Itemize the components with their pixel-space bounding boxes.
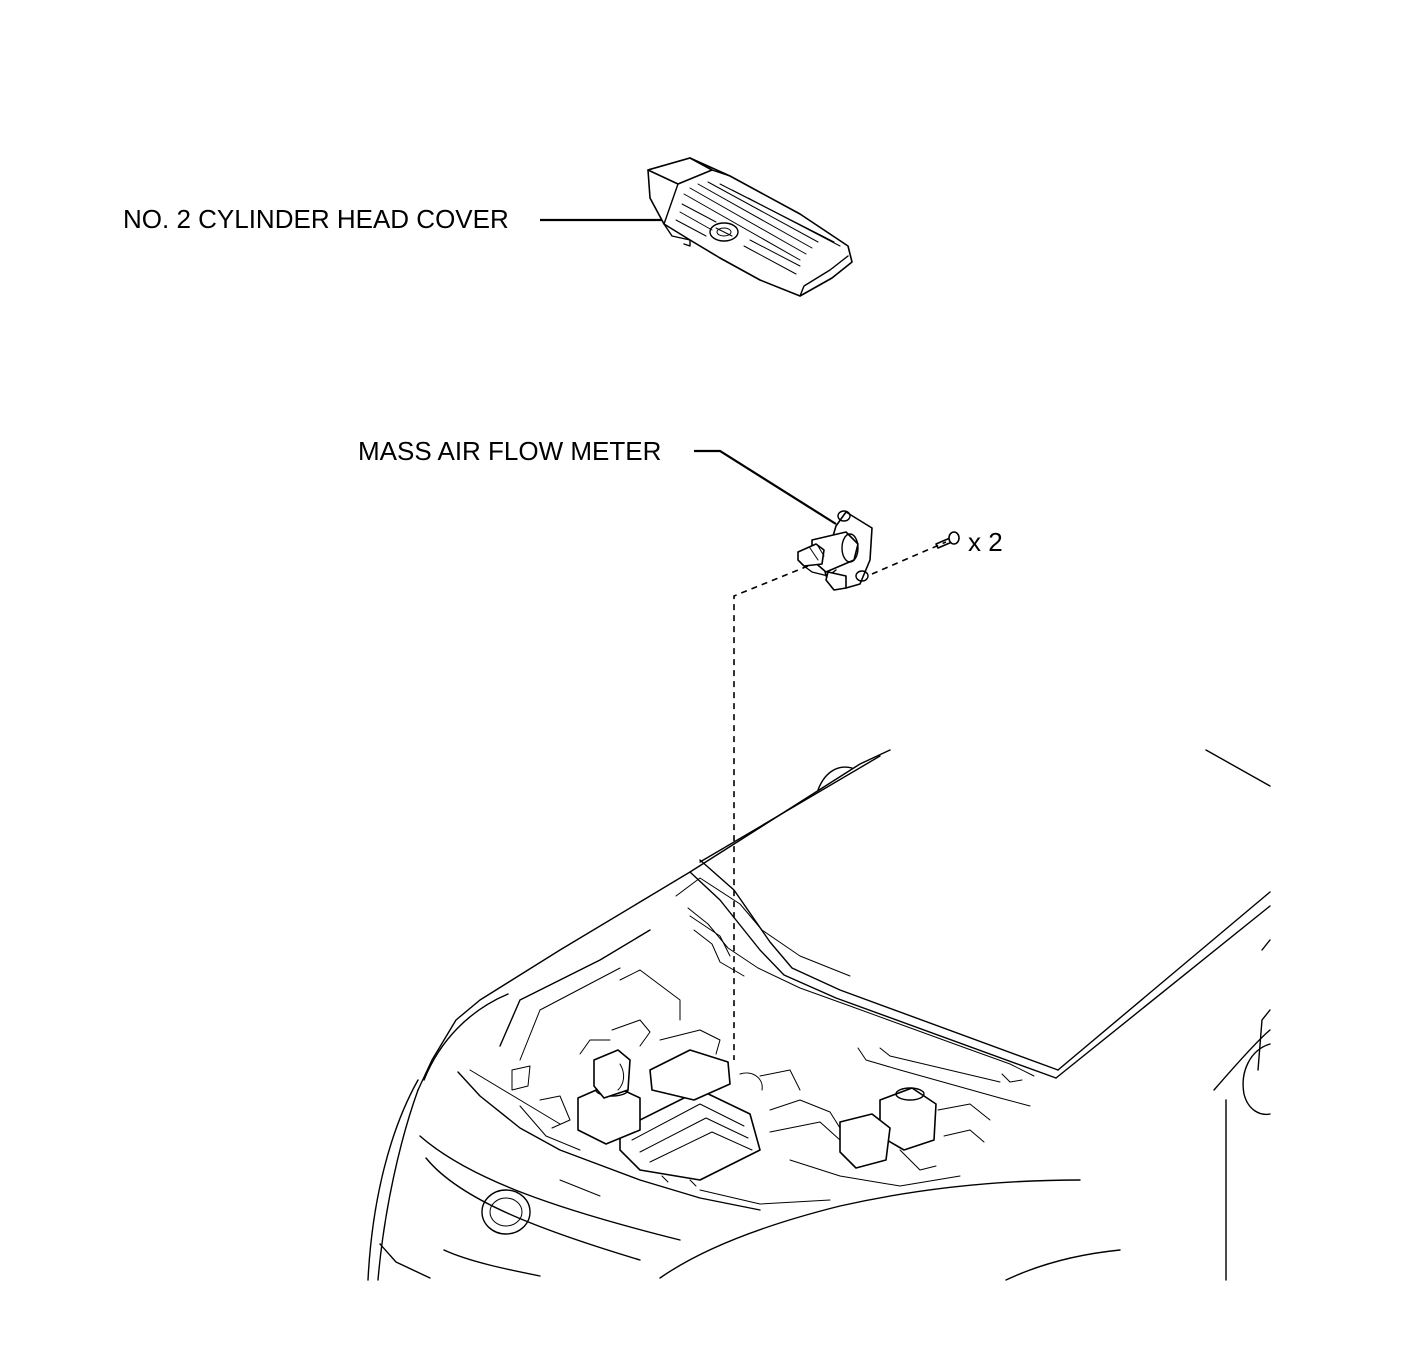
- mass-air-flow-meter-illustration: [797, 510, 873, 591]
- mass-air-flow-meter-leader: [694, 449, 837, 525]
- bolt-quantity-label: x 2: [968, 527, 1003, 557]
- mass-air-flow-meter-label: MASS AIR FLOW METER: [358, 436, 662, 466]
- installation-guide-line: [733, 565, 809, 1060]
- cylinder-head-cover-label: NO. 2 CYLINDER HEAD COVER: [123, 204, 509, 234]
- bolt-illustration: [935, 531, 960, 549]
- bolt-alignment-line: [871, 541, 947, 575]
- cylinder-head-cover-illustration: [647, 157, 853, 297]
- vehicle-engine-bay-illustration: [367, 749, 1271, 1281]
